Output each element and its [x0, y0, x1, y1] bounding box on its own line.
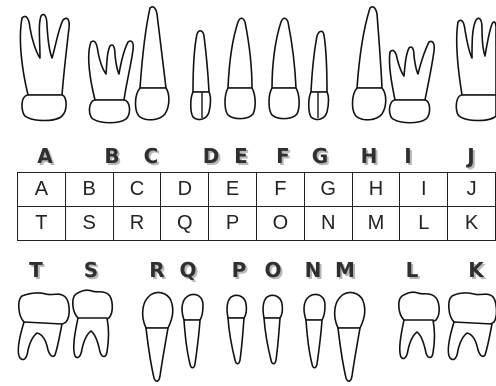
table-cell: R: [113, 207, 161, 241]
upper-letter-J: J: [465, 144, 474, 168]
tooth-P: [227, 295, 246, 363]
table-row-upper: A B C D E F G H I J: [18, 173, 496, 207]
tooth-Q: [182, 294, 203, 367]
upper-letter-D: D: [203, 144, 220, 168]
table-cell: G: [304, 173, 352, 207]
upper-letter-F: F: [276, 144, 290, 168]
tooth-T: [18, 293, 69, 360]
table-cell: I: [400, 173, 448, 207]
table-cell: C: [113, 173, 161, 207]
upper-letter-H: H: [361, 144, 378, 168]
lower-letter-Q: Q: [179, 258, 196, 282]
tooth-H: [353, 7, 386, 120]
table-cell: O: [256, 207, 304, 241]
tooth-L: [399, 292, 439, 358]
tooth-D: [191, 31, 211, 120]
upper-letter-E: E: [234, 144, 248, 168]
table-cell: S: [65, 207, 113, 241]
tooth-R: [143, 292, 173, 381]
upper-teeth: [20, 7, 496, 123]
lower-letter-S: S: [84, 258, 98, 282]
tooth-I: [389, 41, 434, 122]
tooth-C: [136, 7, 169, 120]
tooth-E: [225, 18, 255, 118]
upper-letter-row: A A B B C C D D E E F F G G H H I I J J: [37, 144, 476, 170]
lower-letter-T: T: [29, 258, 43, 282]
table-cell: D: [161, 173, 209, 207]
lower-letter-L: L: [406, 258, 419, 282]
lower-letter-row: T T S S R R Q Q P P O O N N M M L L K K: [29, 258, 487, 284]
tooth-F: [269, 18, 299, 118]
upper-letter-I: I: [404, 144, 411, 168]
table-cell: B: [65, 173, 113, 207]
tooth-M: [335, 292, 365, 381]
lower-letter-K: K: [468, 258, 485, 282]
tooth-N: [304, 294, 325, 367]
upper-letter-A: A: [37, 144, 53, 168]
table-row-lower: T S R Q P O N M L K: [18, 207, 496, 241]
table-cell: H: [352, 173, 400, 207]
tooth-A: [20, 14, 69, 120]
table-cell: E: [209, 173, 257, 207]
table-cell: N: [304, 207, 352, 241]
tooth-J: [456, 18, 496, 120]
table-cell: P: [209, 207, 257, 241]
tooth-S: [73, 290, 112, 357]
table-cell: F: [256, 173, 304, 207]
tooth-O: [263, 295, 282, 363]
table-cell: T: [18, 207, 66, 241]
lower-teeth: [18, 290, 496, 381]
lower-letter-P: P: [232, 258, 247, 282]
lower-letter-O: O: [264, 258, 281, 282]
tooth-K: [448, 293, 496, 360]
upper-letter-C: C: [144, 144, 159, 168]
table-cell: K: [448, 207, 496, 241]
table-cell: Q: [161, 207, 209, 241]
table-cell: A: [18, 173, 66, 207]
tooth-letter-table: A B C D E F G H I J T S R Q P O N M L K: [17, 172, 496, 241]
table-cell: M: [352, 207, 400, 241]
upper-letter-G: G: [312, 144, 328, 168]
table-cell: J: [448, 173, 496, 207]
table-cell: L: [400, 207, 448, 241]
upper-letter-B: B: [104, 144, 119, 168]
tooth-G: [309, 31, 329, 119]
tooth-B: [89, 41, 134, 123]
lower-letter-N: N: [305, 258, 322, 282]
lower-letter-M: M: [335, 258, 355, 282]
lower-letter-R: R: [149, 258, 164, 282]
